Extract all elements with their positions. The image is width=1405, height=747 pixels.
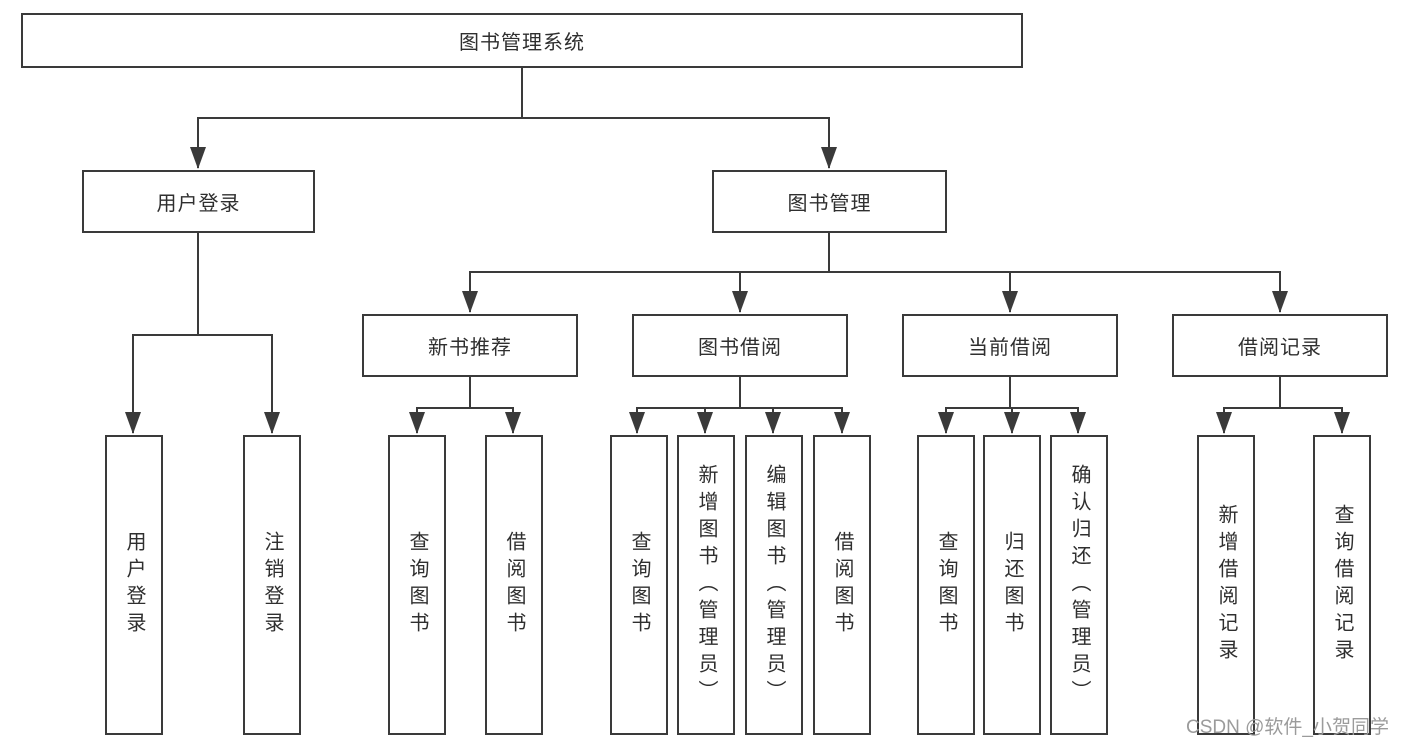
connector-book-borrowing-to-children [629, 377, 850, 434]
connector-borrowing-records-to-children [1216, 377, 1350, 434]
leaf-borrow-books-borrowing: 借阅图书 [813, 435, 871, 735]
leaf-logout: 注销登录 [243, 435, 301, 735]
node-borrowing-records: 借阅记录 [1172, 314, 1388, 377]
leaf-query-books-borrowing: 查询图书 [610, 435, 668, 735]
leaf-confirm-return-admin: 确认归还（管理员） [1050, 435, 1108, 735]
node-current-borrowing: 当前借阅 [902, 314, 1118, 377]
connector-root-to-level2 [190, 68, 837, 169]
csdn-watermark: CSDN @软件_小贺同学 [1186, 717, 1389, 738]
node-user-login: 用户登录 [82, 170, 315, 233]
connector-current-borrowing-to-children [938, 377, 1086, 434]
node-new-book-recommend: 新书推荐 [362, 314, 578, 377]
node-book-management: 图书管理 [712, 170, 947, 233]
leaf-borrow-books-recommend: 借阅图书 [485, 435, 543, 735]
leaf-query-books-recommend: 查询图书 [388, 435, 446, 735]
leaf-add-borrow-record: 新增借阅记录 [1197, 435, 1255, 735]
node-book-borrowing: 图书借阅 [632, 314, 848, 377]
leaf-query-books-current: 查询图书 [917, 435, 975, 735]
leaf-user-login: 用户登录 [105, 435, 163, 735]
leaf-add-books-admin: 新增图书（管理员） [677, 435, 735, 735]
connector-user-login-to-children [125, 233, 280, 434]
connector-new-book-recommend-to-children [409, 377, 521, 434]
node-root: 图书管理系统 [21, 13, 1023, 68]
connector-book-management-to-level3 [462, 233, 1288, 313]
leaf-edit-books-admin: 编辑图书（管理员） [745, 435, 803, 735]
leaf-return-books: 归还图书 [983, 435, 1041, 735]
leaf-query-borrow-record: 查询借阅记录 [1313, 435, 1371, 735]
